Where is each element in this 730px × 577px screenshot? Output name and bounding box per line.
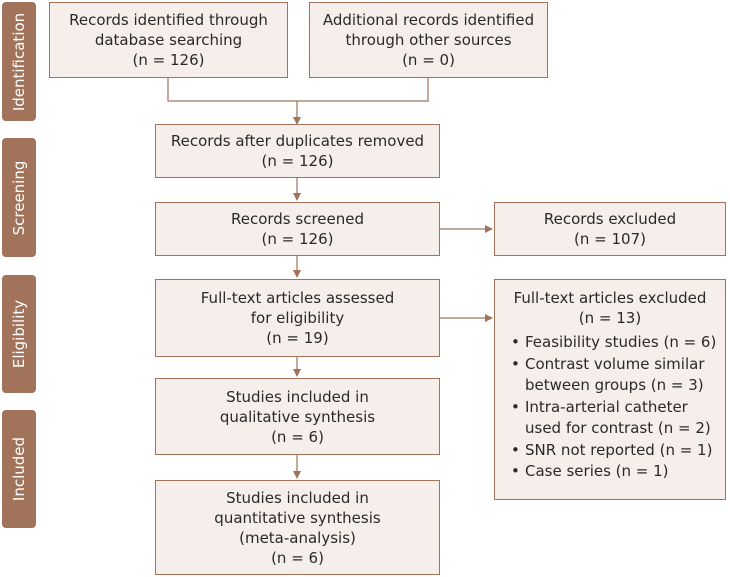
box-line: for eligibility xyxy=(250,309,345,327)
phase-identification: Identification xyxy=(2,2,36,121)
bullet: • xyxy=(511,354,520,373)
box-line: (meta-analysis) xyxy=(239,528,356,547)
box-line: Full-text articles excluded xyxy=(513,289,707,307)
phase-label: Eligibility xyxy=(10,299,28,369)
phase-label: Included xyxy=(10,436,28,502)
box-line: qualitative synthesis xyxy=(219,407,376,426)
reason-line: Contrast volume similar xyxy=(525,354,705,373)
phase-screening: Screening xyxy=(2,138,36,257)
list-item: • SNR not reported (n = 1) xyxy=(509,440,725,462)
box-count: (n = 6) xyxy=(271,427,324,446)
reason-line: Case series (n = 1) xyxy=(525,462,669,480)
phase-eligibility: Eligibility xyxy=(2,275,36,393)
box-line: Full-text articles assessed xyxy=(200,289,395,307)
list-item: • Feasibility studies (n = 6) xyxy=(509,332,725,354)
box-count: (n = 6) xyxy=(271,548,324,567)
phase-label: Screening xyxy=(10,160,28,235)
box-count: (n = 0) xyxy=(402,51,455,69)
fulltext-excluded-box: Full-text articles excluded (n = 13) • F… xyxy=(494,279,726,500)
box-line: Studies included in xyxy=(226,488,369,507)
box-line: Studies included in xyxy=(226,387,369,406)
box-count: (n = 107) xyxy=(574,230,646,248)
box-line: Records after duplicates removed xyxy=(170,132,425,150)
bullet: • xyxy=(511,462,520,480)
bullet: • xyxy=(511,397,520,416)
qualitative-synthesis-box: Studies included in qualitative synthesi… xyxy=(155,378,440,455)
bullet: • xyxy=(511,440,520,459)
reason-line: Feasibility studies (n = 6) xyxy=(525,333,717,351)
box-count: (n = 126) xyxy=(261,230,334,248)
other-sources-box: Additional records identified through ot… xyxy=(309,2,548,78)
duplicates-removed-box: Records after duplicates removed (n = 12… xyxy=(155,124,440,178)
box-line: database searching xyxy=(94,31,243,49)
box-count: (n = 126) xyxy=(261,152,334,170)
reason-line: SNR not reported (n = 1) xyxy=(525,440,713,459)
quantitative-synthesis-box: Studies included in quantitative synthes… xyxy=(155,480,440,575)
box-line: through other sources xyxy=(345,31,512,49)
reason-line: used for contrast (n = 2) xyxy=(525,419,711,437)
reason-line: Intra-arterial catheter xyxy=(525,397,688,416)
database-records-box: Records identified through database sear… xyxy=(49,2,288,78)
list-item: • Case series (n = 1) xyxy=(509,461,725,483)
phase-included: Included xyxy=(2,410,36,528)
reason-line: between groups (n = 3) xyxy=(525,376,704,394)
box-count: (n = 19) xyxy=(266,329,329,347)
bullet: • xyxy=(511,333,520,351)
box-line: quantitative synthesis xyxy=(214,508,381,527)
records-screened-box: Records screened (n = 126) xyxy=(155,202,440,256)
list-item: • Contrast volume similar between groups… xyxy=(509,354,725,397)
records-excluded-box: Records excluded (n = 107) xyxy=(494,202,726,256)
box-count: (n = 126) xyxy=(132,51,205,69)
box-line: Records excluded xyxy=(543,210,677,228)
merge-connector xyxy=(167,78,429,102)
box-count: (n = 13) xyxy=(578,309,642,327)
box-line: Records identified through xyxy=(69,11,268,29)
fulltext-assessed-box: Full-text articles assessed for eligibil… xyxy=(155,279,440,357)
phase-label: Identification xyxy=(10,12,28,111)
box-line: Additional records identified xyxy=(322,11,535,29)
list-item: • Intra-arterial catheter used for contr… xyxy=(509,397,725,440)
exclusion-reasons-list: • Feasibility studies (n = 6) • Contrast… xyxy=(495,332,725,483)
box-line: Records screened xyxy=(230,210,365,228)
